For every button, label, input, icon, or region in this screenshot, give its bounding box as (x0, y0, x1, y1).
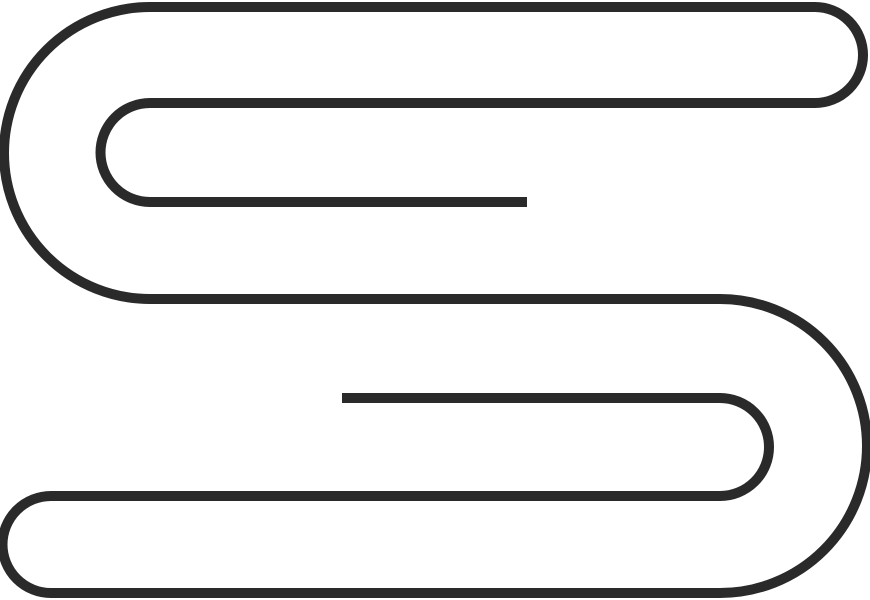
serpentine-outline-icon (0, 2, 870, 598)
serpentine-outline-path (0, 2, 870, 598)
figure-canvas (0, 2, 870, 598)
